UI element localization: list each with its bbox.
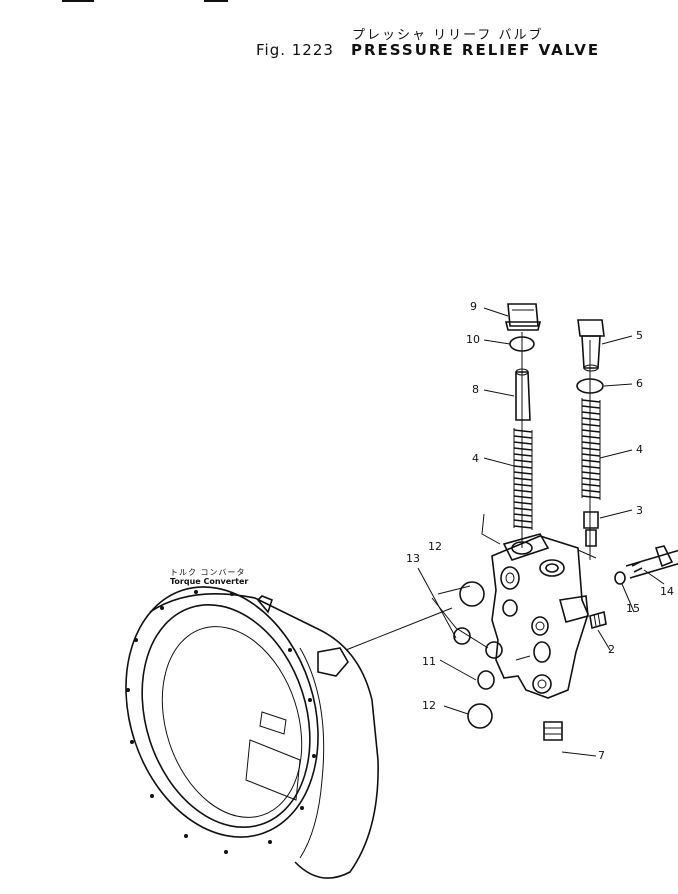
japanese-title: プレッシャ リリーフ バルブ — [352, 28, 544, 43]
part-15-washer — [614, 571, 626, 585]
part-2-fitting — [589, 610, 607, 630]
part-11-o-ring — [477, 670, 495, 690]
top-rule-right — [204, 0, 228, 2]
torque-converter-label-japanese: トルク コンバータ — [170, 568, 246, 577]
label-part-8: 8 — [472, 383, 479, 396]
label-part-11: 11 — [422, 655, 436, 668]
mount-line — [345, 607, 453, 651]
label-part-7: 7 — [598, 749, 605, 762]
part-7-plug — [543, 721, 563, 741]
part-5-plug — [577, 319, 605, 372]
part-13-o-ring-b — [485, 641, 503, 659]
part-8-pin — [515, 368, 531, 421]
label-part-15: 15 — [626, 602, 640, 615]
label-part-6: 6 — [636, 377, 643, 390]
label-part-9: 9 — [470, 300, 477, 313]
part-12-o-ring-lower — [467, 703, 493, 729]
label-part-4-left: 4 — [472, 452, 479, 465]
centre-lines — [481, 332, 591, 560]
figure-number: Fig. 1223 — [256, 41, 334, 59]
part-4-spring-right — [581, 398, 601, 500]
part-14-bolt — [625, 545, 678, 579]
label-part-12-lower: 12 — [422, 699, 436, 712]
label-part-10: 10 — [466, 333, 480, 346]
label-part-14: 14 — [660, 585, 674, 598]
torque-converter-housing — [125, 586, 379, 879]
part-12-o-ring-upper — [459, 581, 485, 607]
valve-body — [491, 533, 589, 699]
label-part-13: 13 — [406, 552, 420, 565]
part-9-plug — [504, 303, 542, 331]
label-part-12-upper: 12 — [428, 540, 442, 553]
top-rule-left — [62, 0, 94, 2]
label-part-3: 3 — [636, 504, 643, 517]
leader-lines — [417, 307, 665, 757]
page-title: PRESSURE RELIEF VALVE — [351, 41, 601, 59]
label-part-2: 2 — [608, 643, 615, 656]
label-part-5: 5 — [636, 329, 643, 342]
label-part-4-right: 4 — [636, 443, 643, 456]
part-4-spring-left — [513, 428, 533, 530]
part-3-poppet — [577, 511, 599, 559]
torque-converter-label: Torque Converter — [170, 577, 249, 586]
part-13-o-ring-a — [453, 627, 471, 645]
